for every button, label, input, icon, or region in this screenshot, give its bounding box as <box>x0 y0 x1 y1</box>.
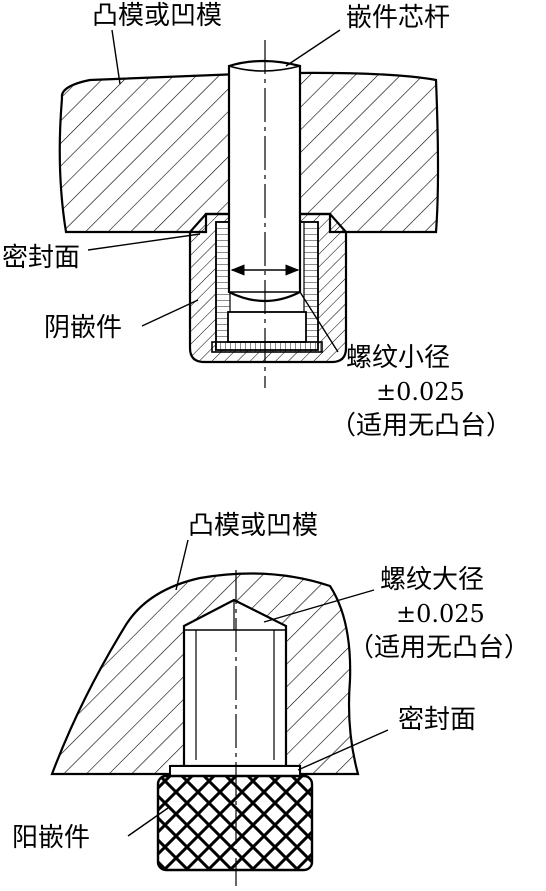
top-label-thread-minor: 螺纹小径 <box>346 343 450 373</box>
top-label-die: 凸模或凹模 <box>92 1 222 31</box>
bottom-figure: 凸模或凹模 螺纹大径 ±0.025 （适用无凸台） 密封面 阳嵌件 <box>12 511 530 886</box>
top-label-note: （适用无凸台） <box>330 411 512 441</box>
bottom-label-tolerance: ±0.025 <box>396 600 485 628</box>
bottom-label-note: （适用无凸台） <box>348 633 530 663</box>
bottom-label-thread-major: 螺纹大径 <box>380 565 484 595</box>
top-label-tolerance: ±0.025 <box>376 378 465 406</box>
bottom-label-male-insert: 阳嵌件 <box>12 823 90 853</box>
bottom-label-die: 凸模或凹模 <box>188 511 318 541</box>
male-insert-knurl <box>156 774 314 872</box>
bottom-label-seal-face: 密封面 <box>398 705 476 735</box>
top-label-core-rod: 嵌件芯杆 <box>346 3 450 33</box>
top-label-female-insert: 阴嵌件 <box>44 313 122 343</box>
top-label-seal-face: 密封面 <box>2 243 80 273</box>
top-figure: 凸模或凹模 嵌件芯杆 密封面 阴嵌件 螺纹小径 ±0.025 （适用无凸台） <box>2 1 512 441</box>
male-insert-stud <box>182 598 288 768</box>
